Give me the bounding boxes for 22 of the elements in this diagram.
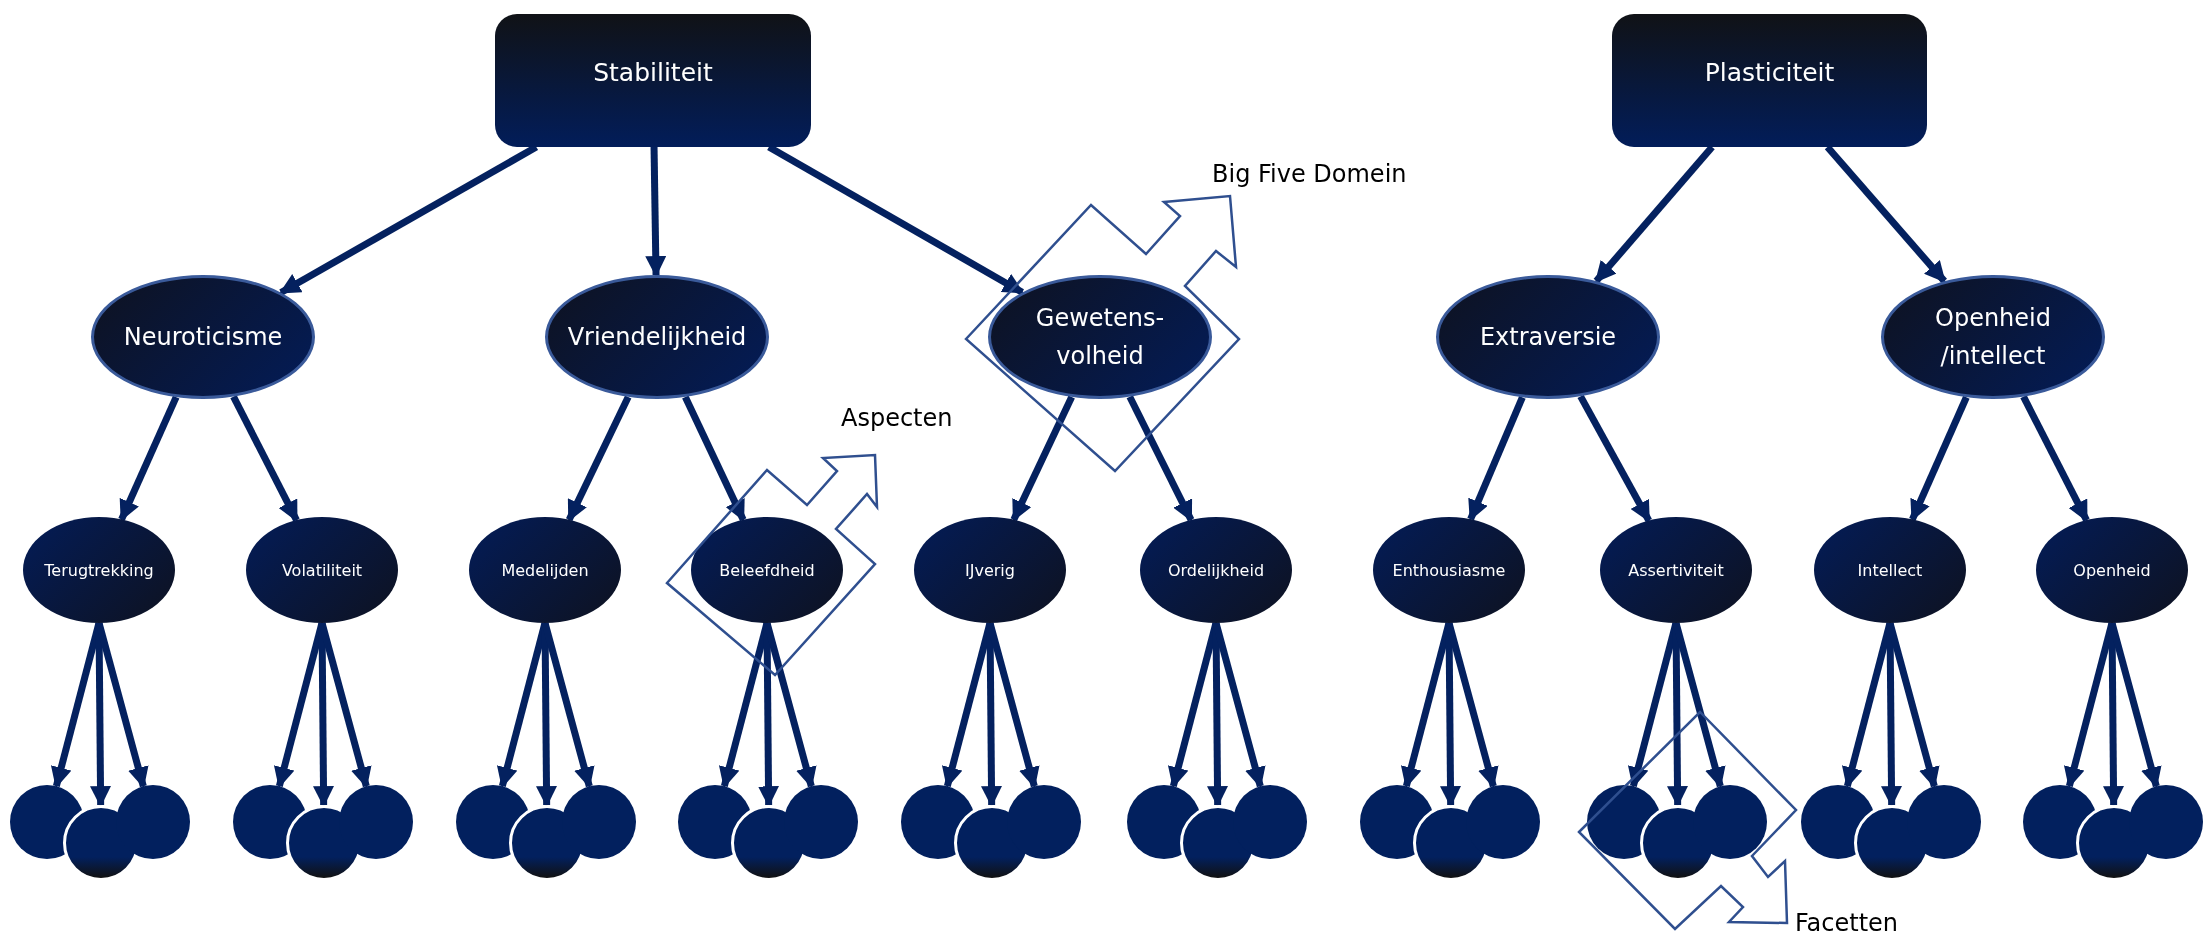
- aspect-ellipse: Openheid: [2036, 517, 2188, 623]
- arrow: [1593, 144, 1715, 284]
- aspect-ellipse: Intellect: [1814, 517, 1966, 623]
- domain-ellipse: Openheid /intellect: [1881, 275, 2105, 399]
- arrow: [1824, 144, 1947, 284]
- aspect-ellipse: Medelijden: [469, 517, 621, 623]
- factor-box: Plasticiteit: [1612, 14, 1927, 147]
- domain-ellipse: Extraversie: [1436, 275, 1660, 399]
- callout-label: Big Five Domein: [1212, 160, 1407, 188]
- callout-label: Aspecten: [841, 404, 953, 432]
- aspect-ellipse: Ordelijkheid: [1140, 517, 1292, 623]
- aspect-ellipse: Terugtrekking: [23, 517, 175, 623]
- aspect-ellipse: Beleefdheid: [691, 517, 843, 623]
- domain-ellipse: Vriendelijkheid: [545, 275, 769, 399]
- callout-label: Facetten: [1795, 909, 1899, 937]
- factor-box: Stabiliteit: [495, 14, 811, 147]
- aspect-ellipse: Volatiliteit: [246, 517, 398, 623]
- aspect-ellipse: IJverig: [914, 517, 1066, 623]
- domain-ellipse: Gewetens- volheid: [988, 275, 1212, 399]
- aspect-ellipse: Assertiviteit: [1600, 517, 1752, 623]
- aspect-ellipse: Enthousiasme: [1373, 517, 1525, 623]
- domain-ellipse: Neuroticisme: [91, 275, 315, 399]
